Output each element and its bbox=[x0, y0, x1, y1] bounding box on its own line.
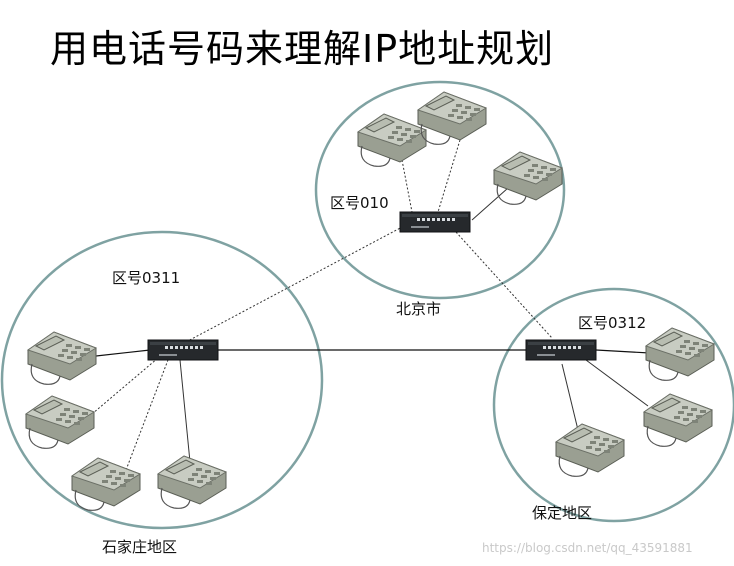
area-code-baoding: 区号0312 bbox=[578, 314, 646, 332]
link-bd-phone-1 bbox=[595, 349, 651, 354]
link-bd-phone-3 bbox=[561, 363, 579, 431]
link-beijing-phone-1 bbox=[401, 159, 413, 213]
switch-beijing bbox=[399, 211, 471, 233]
switch-shijiazhuang bbox=[147, 339, 219, 361]
watermark: https://blog.csdn.net/qq_43591881 bbox=[482, 541, 693, 555]
link-sjz-phone-4 bbox=[179, 359, 191, 463]
region-circle-shijiazhuang bbox=[0, 230, 324, 530]
link-shijiazhuang-beijing bbox=[185, 225, 405, 343]
page-title: 用电话号码来理解IP地址规划 bbox=[50, 27, 555, 71]
link-sjz-phone-1 bbox=[95, 349, 151, 357]
link-beijing-phone-3 bbox=[471, 187, 509, 221]
region-name-beijing: 北京市 bbox=[396, 300, 441, 318]
link-sjz-phone-2 bbox=[91, 357, 159, 415]
switch-baoding bbox=[525, 339, 597, 361]
area-code-shijiazhuang: 区号0311 bbox=[112, 269, 180, 287]
region-name-baoding: 保定地区 bbox=[532, 504, 592, 522]
link-beijing-phone-2 bbox=[437, 139, 461, 213]
region-name-shijiazhuang: 石家庄地区 bbox=[102, 538, 177, 556]
link-bd-phone-2 bbox=[585, 359, 649, 407]
area-code-beijing: 区号010 bbox=[330, 194, 389, 212]
